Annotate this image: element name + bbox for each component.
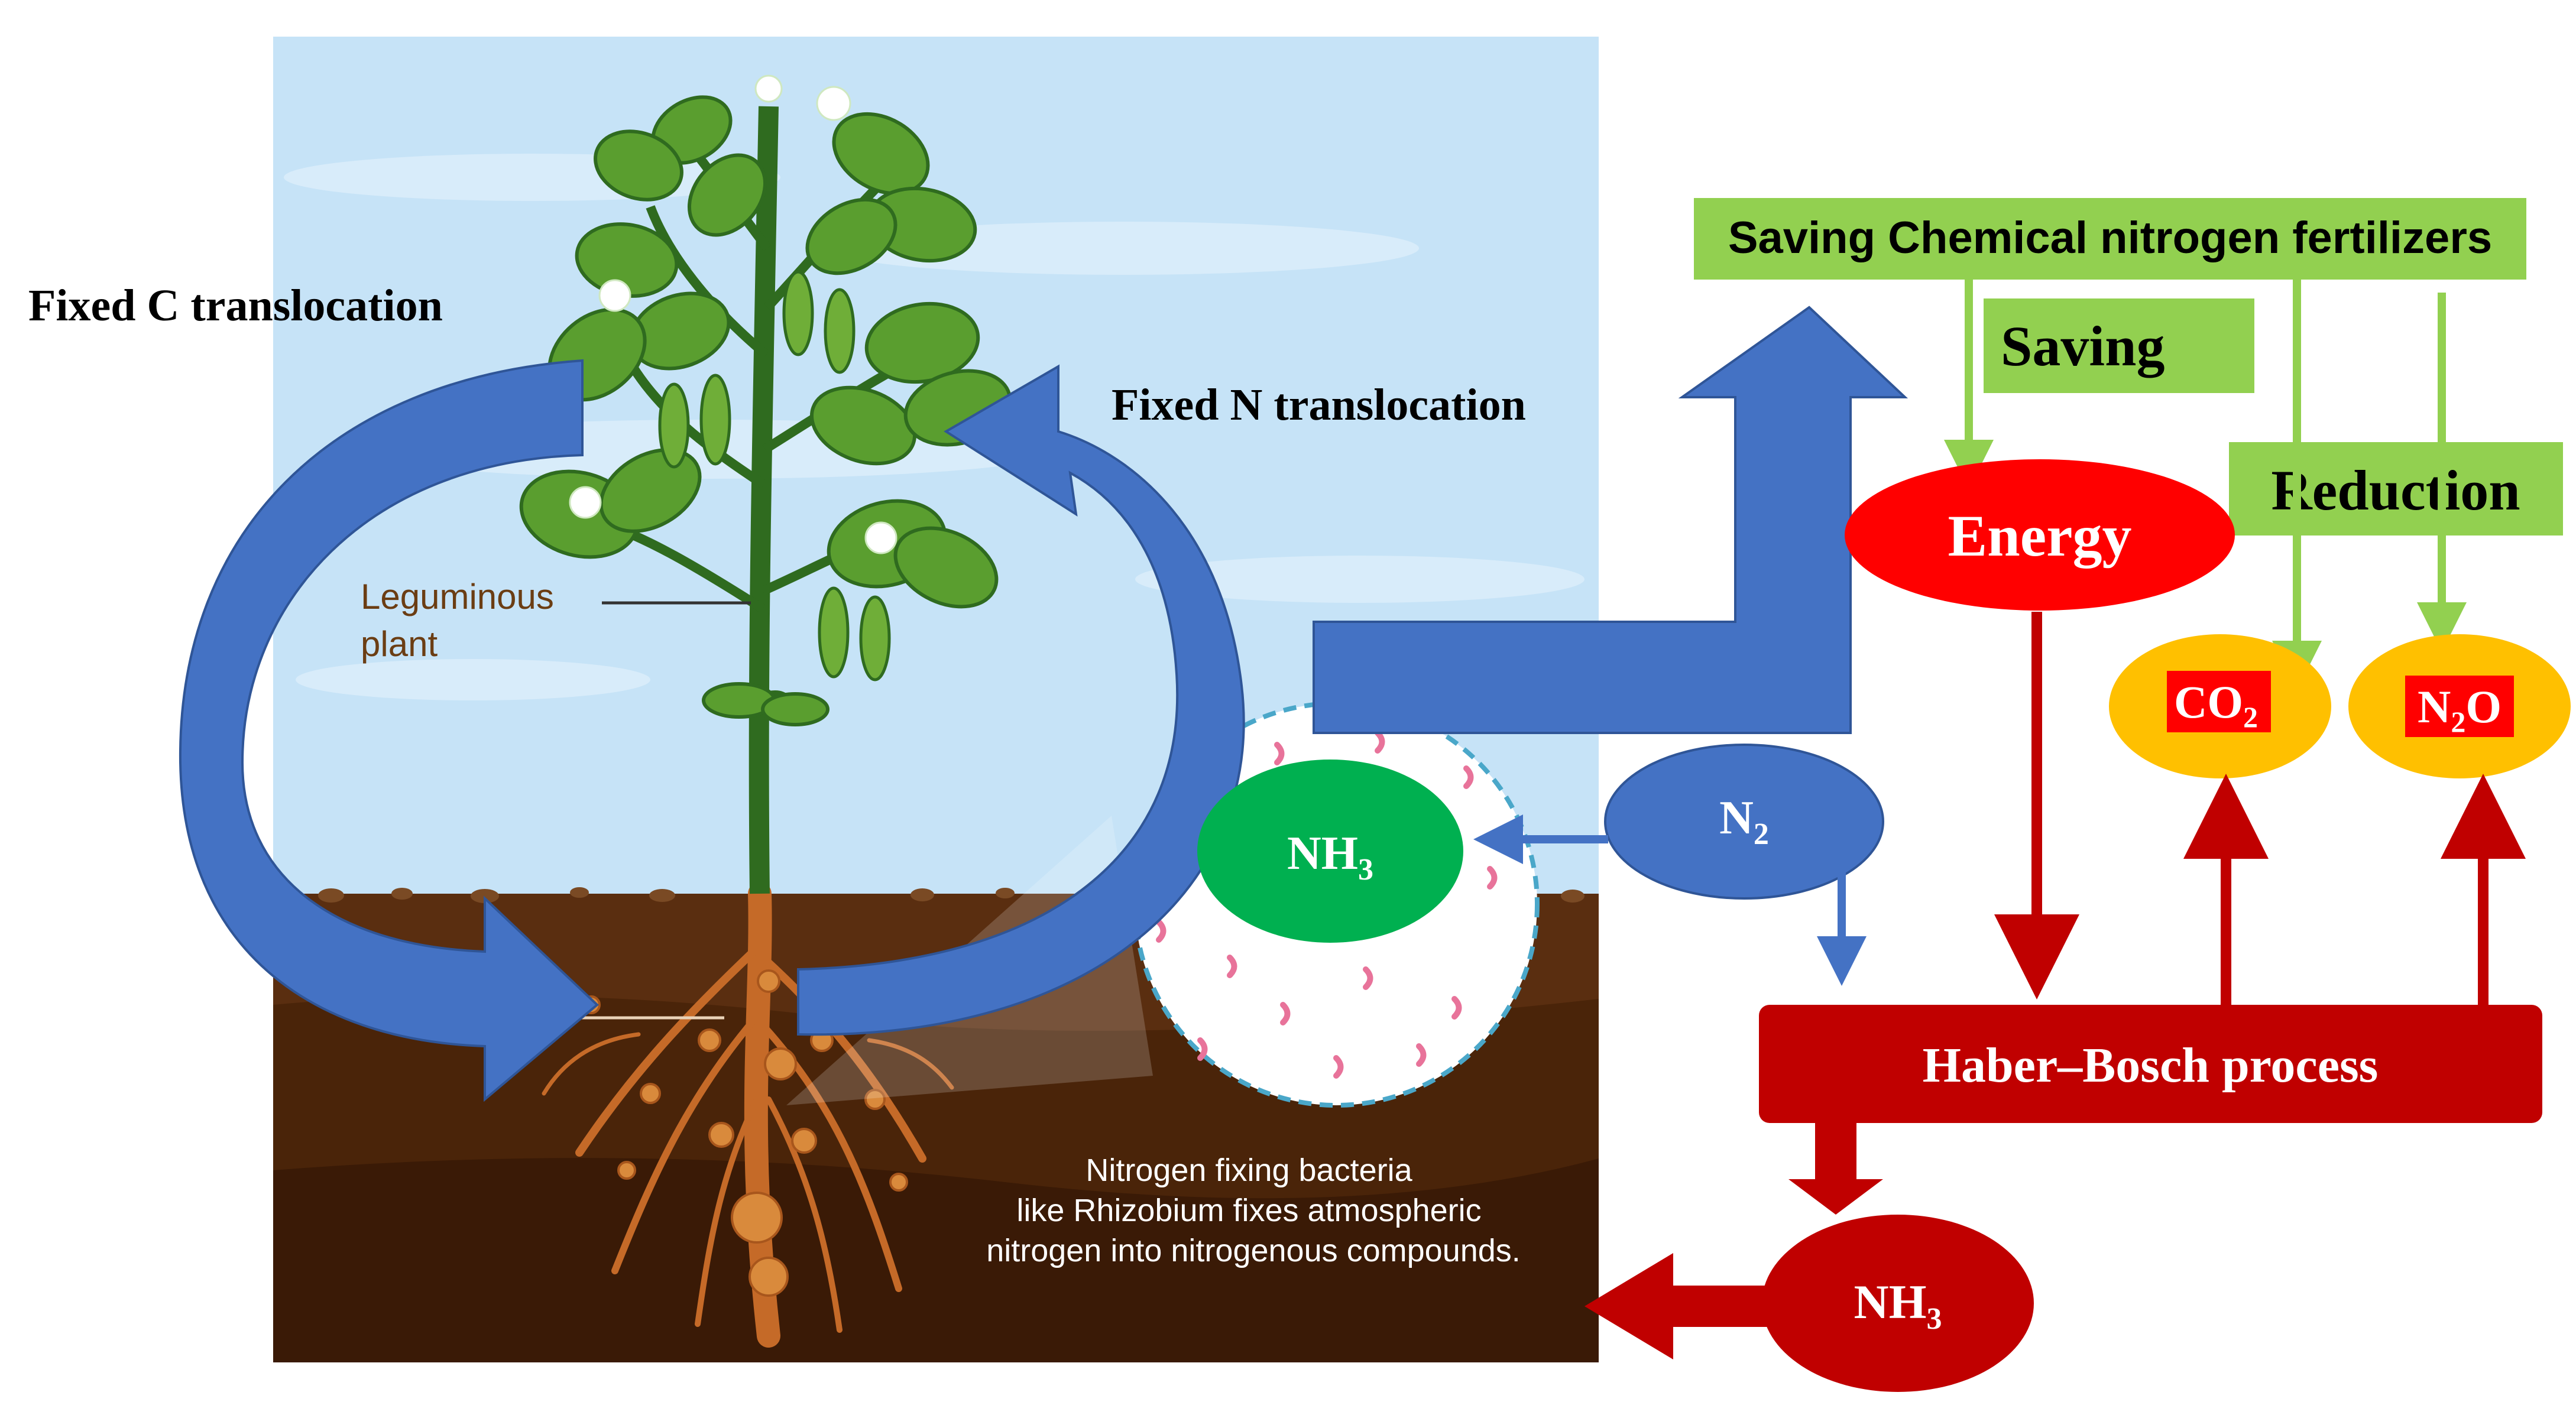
leguminous-plant	[519, 74, 1012, 894]
plant-flowers	[569, 74, 897, 554]
haber-bosch-box	[1759, 1005, 2542, 1123]
nh3-output-label: NH3	[1854, 1275, 1942, 1336]
reduction-box	[2229, 442, 2563, 536]
plant-stem	[749, 106, 779, 894]
saving-label: Saving	[2001, 314, 2165, 378]
energy-ellipse	[1845, 459, 2235, 611]
reduction-label: Reduction	[2271, 459, 2520, 522]
bacteria-caption: Nitrogen fixing bacteria like Rhizobium …	[986, 1153, 1521, 1268]
fixed-c-label: Fixed C translocation	[28, 281, 443, 330]
soil-texture-deep	[273, 1158, 1599, 1362]
co2-label-bg	[2167, 671, 2271, 732]
plant-roots	[542, 882, 954, 1348]
nh3-nodule-ellipse	[1197, 760, 1463, 943]
co2-label: CO2	[2174, 676, 2258, 734]
fixed-n-arrow	[797, 364, 1245, 1036]
haber-to-nh3-arrow	[1788, 1123, 1883, 1215]
saving-fertilizers-box	[1694, 198, 2526, 280]
fixed-c-arrow	[179, 359, 600, 1102]
n2-label: N2	[1719, 792, 1769, 851]
nh3-output-ellipse	[1762, 1215, 2034, 1392]
nh3-to-soil-arrow	[1585, 1253, 1768, 1359]
energy-label: Energy	[1948, 503, 2131, 569]
saving-big-arrow	[1313, 306, 1908, 734]
nh3-nodule-label: NH3	[1287, 827, 1373, 887]
saving-box	[1984, 298, 2254, 393]
n2-ellipse	[1604, 744, 1884, 900]
n2o-label: N2O	[2418, 681, 2502, 738]
fixed-n-label: Fixed N translocation	[1112, 380, 1526, 430]
saving-fertilizers-label: Saving Chemical nitrogen fertilizers	[1728, 213, 2492, 263]
haber-bosch-label: Haber–Bosch process	[1923, 1038, 2379, 1093]
bean-pods	[658, 270, 891, 681]
leguminous-plant-label: Leguminous plant	[361, 577, 564, 664]
n2o-label-bg	[2405, 676, 2514, 737]
